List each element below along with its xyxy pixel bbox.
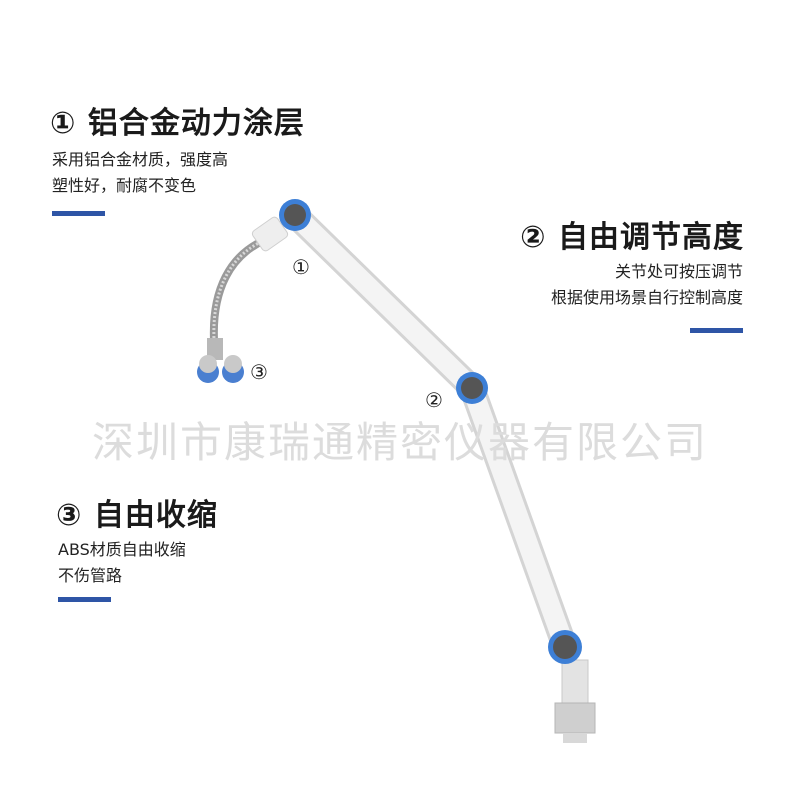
feature-3-desc: ABS材质自由收缩 不伤管路	[58, 537, 186, 589]
marker-1: ①	[292, 255, 310, 279]
feature-2-title: ② 自由调节高度	[520, 220, 744, 255]
feature-2-desc: 关节处可按压调节 根据使用场景自行控制高度	[551, 259, 743, 311]
joint-1	[279, 199, 311, 231]
tube-holder	[197, 338, 244, 383]
marker-3: ③	[250, 360, 268, 384]
watermark: 深圳市康瑞通精密仪器有限公司	[91, 418, 708, 467]
marker-2: ②	[425, 388, 443, 412]
feature-1-desc: 采用铝合金材质，强度高 塑性好，耐腐不变色	[52, 147, 228, 199]
accent-bar	[58, 597, 111, 602]
desc-line: 关节处可按压调节	[614, 262, 743, 281]
desc-line: 采用铝合金材质，强度高	[52, 150, 229, 169]
desc-line: 根据使用场景自行控制高度	[550, 288, 743, 307]
feature-3-title: ③ 自由收缩	[56, 498, 218, 533]
desc-line: ABS材质自由收缩	[58, 540, 186, 559]
accent-bar	[690, 328, 743, 333]
desk-clamp	[554, 659, 596, 743]
joint-2	[456, 372, 488, 404]
desc-line: 塑性好，耐腐不变色	[52, 176, 197, 195]
joint-3	[548, 630, 582, 664]
feature-1-title: ① 铝合金动力涂层	[50, 106, 305, 141]
accent-bar	[52, 211, 105, 216]
desc-line: 不伤管路	[58, 566, 123, 585]
